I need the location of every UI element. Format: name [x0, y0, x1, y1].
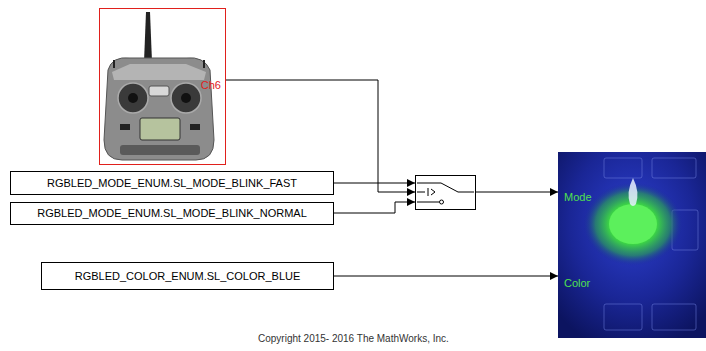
rgb-led-block: ModeColor	[558, 152, 706, 338]
signal-line	[334, 183, 415, 184]
port-label: Color	[564, 277, 590, 290]
port-label: Mode	[564, 191, 592, 204]
signal-line	[334, 202, 415, 213]
copyright-note: Copyright 2015- 2016 The MathWorks, Inc.	[258, 333, 449, 345]
switch-block	[415, 175, 476, 210]
constant-value: RGBLED_COLOR_ENUM.SL_COLOR_BLUE	[75, 270, 301, 283]
rc-transmitter-block: Ch6	[99, 8, 226, 165]
switch-symbol	[417, 183, 474, 204]
constant-block: RGBLED_COLOR_ENUM.SL_COLOR_BLUE	[41, 262, 334, 290]
constant-block: RGBLED_MODE_ENUM.SL_MODE_BLINK_NORMAL	[10, 202, 334, 225]
constant-value: RGBLED_MODE_ENUM.SL_MODE_BLINK_NORMAL	[37, 207, 307, 220]
signal-line	[476, 192, 558, 193]
led-picture	[558, 152, 706, 338]
port-label: Ch6	[201, 79, 221, 92]
constant-block: RGBLED_MODE_ENUM.SL_MODE_BLINK_FAST	[10, 171, 334, 195]
transmitter-picture	[104, 12, 214, 160]
signal-line	[334, 276, 558, 277]
constant-value: RGBLED_MODE_ENUM.SL_MODE_BLINK_FAST	[47, 177, 297, 190]
